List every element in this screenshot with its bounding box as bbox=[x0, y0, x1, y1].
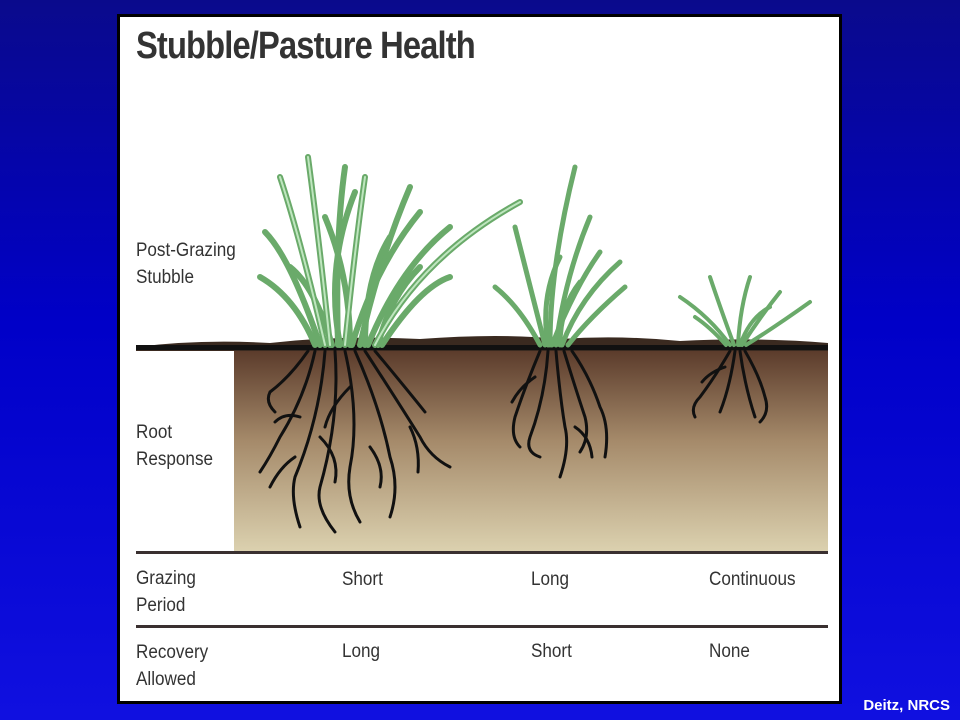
diagram-title: Stubble/Pasture Health bbox=[136, 25, 476, 67]
grass-tall-highlight bbox=[279, 156, 521, 346]
row-label-recovery: Recovery Allowed bbox=[136, 642, 209, 690]
grazing-period-col2: Long bbox=[531, 569, 570, 590]
grass-short bbox=[678, 275, 812, 347]
recovery-allowed-col3: None bbox=[709, 641, 750, 662]
divider-recovery bbox=[136, 625, 828, 628]
recovery-allowed-col1: Long bbox=[342, 641, 381, 662]
grazing-period-col3: Continuous bbox=[709, 569, 796, 590]
roots-shallow bbox=[691, 349, 769, 424]
row-label-stubble: Post-Grazing Stubble bbox=[136, 240, 236, 288]
row-label-root: Root Response bbox=[136, 422, 214, 470]
grass-medium bbox=[492, 164, 628, 348]
divider-grazing bbox=[136, 551, 828, 554]
row-label-grazing: Grazing Period bbox=[136, 568, 196, 616]
roots-extensive bbox=[258, 349, 452, 534]
grass-tall bbox=[257, 154, 523, 348]
credit-text: Deitz, NRCS bbox=[863, 697, 950, 714]
roots-medium bbox=[510, 349, 609, 479]
illustration bbox=[136, 154, 828, 553]
diagram-panel: Stubble/Pasture Health bbox=[117, 14, 842, 704]
recovery-allowed-col2: Short bbox=[531, 641, 572, 662]
ground-line bbox=[136, 345, 828, 350]
grazing-period-col1: Short bbox=[342, 569, 383, 590]
